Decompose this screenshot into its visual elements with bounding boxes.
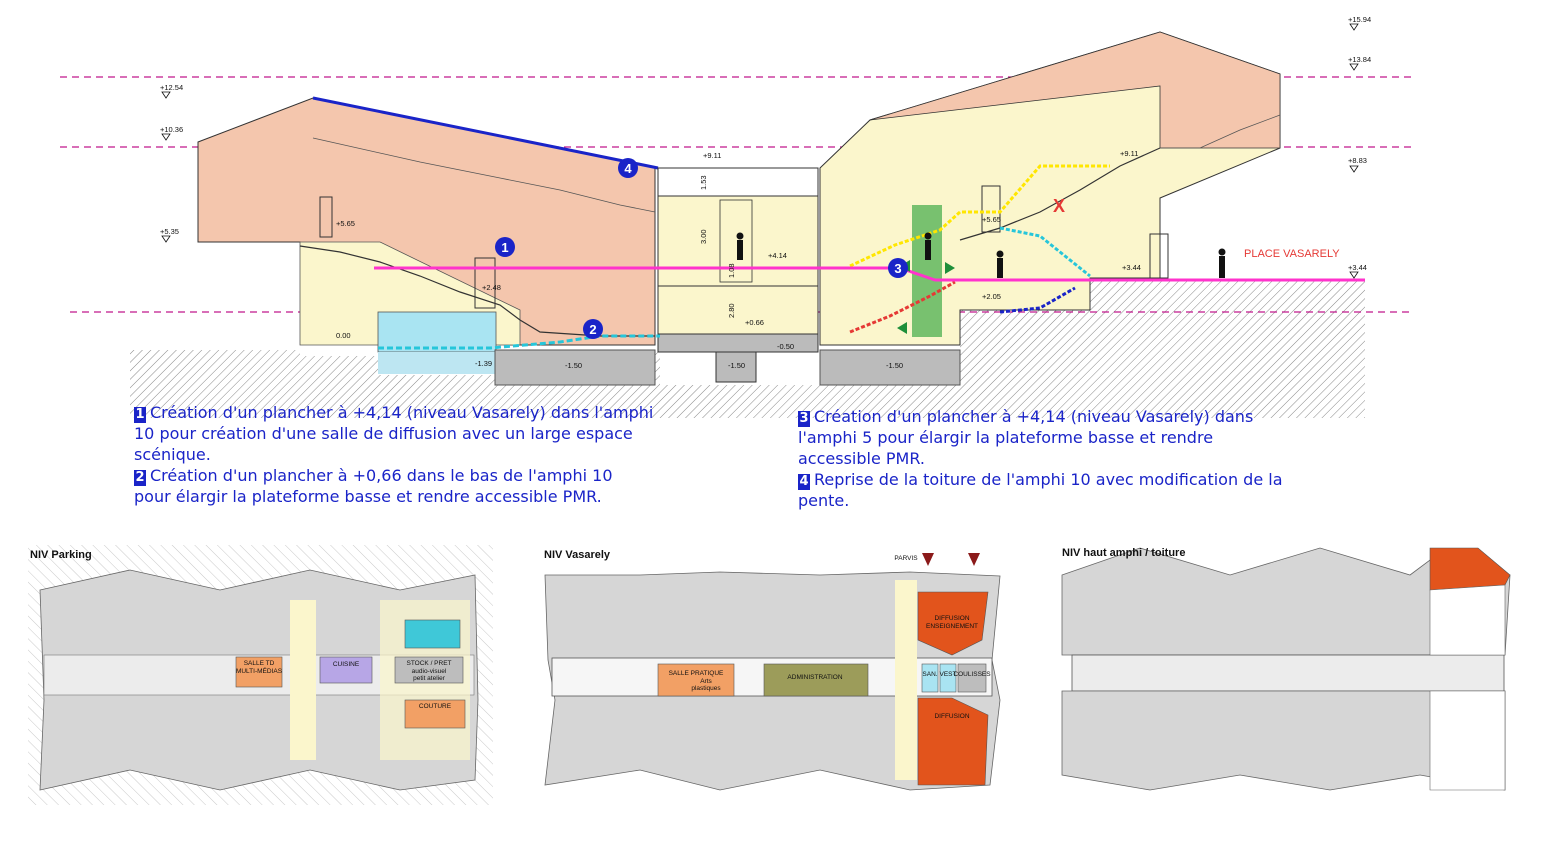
svg-text:3: 3 (894, 261, 901, 276)
people (736, 232, 1226, 278)
svg-text:-1.50: -1.50 (565, 361, 582, 370)
plan-haut (1061, 547, 1511, 791)
svg-text:PARVIS: PARVIS (894, 555, 918, 562)
yellow-path (849, 164, 1110, 268)
svg-text:MULTI-MÉDIAS: MULTI-MÉDIAS (236, 666, 283, 675)
svg-text:+4.14: +4.14 (768, 251, 787, 260)
svg-text:-0.50: -0.50 (777, 342, 794, 351)
cyan-path (999, 226, 1091, 278)
markers: 1 2 3 4 (495, 158, 908, 339)
plan-parking: SALLE TD MULTI-MÉDIAS CUISINE STOCK / PR… (28, 545, 493, 805)
plan-vasarely: PARVIS DIFFUSION ENSEIGNEMENT SALLE PRAT… (544, 553, 1001, 791)
level-triangles (161, 23, 1359, 279)
cyan-floor-path (378, 334, 660, 350)
svg-text:SALLE TD: SALLE TD (244, 660, 275, 667)
plan-parking-title: NIV Parking (30, 549, 92, 561)
svg-text:1.53: 1.53 (699, 175, 708, 190)
svg-text:SAN.: SAN. (922, 671, 937, 678)
svg-text:+9.11: +9.11 (703, 151, 721, 160)
svg-text:CUISINE: CUISINE (333, 661, 360, 668)
svg-text:2.80: 2.80 (727, 303, 736, 318)
svg-text:-1.39: -1.39 (475, 359, 492, 368)
svg-text:+3.44: +3.44 (1348, 263, 1367, 272)
svg-text:Arts: Arts (700, 678, 712, 685)
svg-text:audio-visuel: audio-visuel (412, 668, 447, 675)
svg-text:+12.54: +12.54 (160, 83, 183, 92)
svg-text:DIFFUSION: DIFFUSION (934, 713, 969, 720)
roof-line (312, 96, 659, 170)
place-vasarely-label: PLACE VASARELY (1244, 248, 1340, 260)
amphi-5 (819, 31, 1281, 386)
svg-text:+10.36: +10.36 (160, 125, 183, 134)
svg-text:petit atelier: petit atelier (413, 675, 446, 682)
svg-text:4: 4 (624, 161, 632, 176)
central-block (657, 167, 819, 383)
svg-text:-1.50: -1.50 (728, 361, 745, 370)
svg-text:+15.94: +15.94 (1348, 15, 1371, 24)
svg-text:+2.05: +2.05 (982, 292, 1001, 301)
svg-text:+9.11: +9.11 (1120, 149, 1138, 158)
svg-text:-1.50: -1.50 (886, 361, 903, 370)
svg-text:DIFFUSION: DIFFUSION (934, 615, 969, 622)
svg-text:0.00: 0.00 (336, 331, 351, 340)
svg-text:1: 1 (501, 240, 508, 255)
svg-text:plastiques: plastiques (691, 685, 721, 692)
svg-text:STOCK / PRET: STOCK / PRET (406, 660, 451, 667)
svg-text:+5.65: +5.65 (982, 215, 1001, 224)
svg-text:2: 2 (589, 322, 596, 337)
svg-text:SALLE PRATIQUE: SALLE PRATIQUE (669, 670, 724, 677)
svg-text:+0.66: +0.66 (745, 318, 764, 327)
plan-haut-title: NIV haut amphi / toiture (1062, 547, 1186, 559)
svg-text:3.00: 3.00 (699, 229, 708, 244)
svg-text:+13.84: +13.84 (1348, 55, 1371, 64)
amphi-10 (197, 97, 656, 386)
svg-text:+8.83: +8.83 (1348, 156, 1367, 165)
plan-vasarely-title: NIV Vasarely (544, 549, 611, 561)
svg-text:COUTURE: COUTURE (419, 703, 452, 710)
svg-text:COULISSES: COULISSES (953, 671, 991, 678)
level-labels: +15.94 +13.84 +12.54 +10.36 +9.11 +9.11 … (160, 15, 1371, 370)
svg-text:1.08: 1.08 (727, 263, 736, 278)
cross-mark: X (1053, 196, 1065, 216)
svg-text:+5.35: +5.35 (160, 227, 179, 236)
svg-text:+5.65: +5.65 (336, 219, 355, 228)
ground (130, 280, 1365, 418)
svg-text:+2.48: +2.48 (482, 283, 501, 292)
blue-dashed-path (999, 286, 1076, 314)
svg-text:ADMINISTRATION: ADMINISTRATION (787, 674, 842, 681)
svg-text:VEST: VEST (940, 671, 957, 678)
red-path (849, 280, 956, 334)
floor-414-line (374, 266, 1365, 282)
dimensions: 1.53 3.00 1.08 2.80 (699, 175, 736, 318)
svg-text:ENSEIGNEMENT: ENSEIGNEMENT (926, 623, 978, 630)
svg-text:+3.44: +3.44 (1122, 263, 1141, 272)
